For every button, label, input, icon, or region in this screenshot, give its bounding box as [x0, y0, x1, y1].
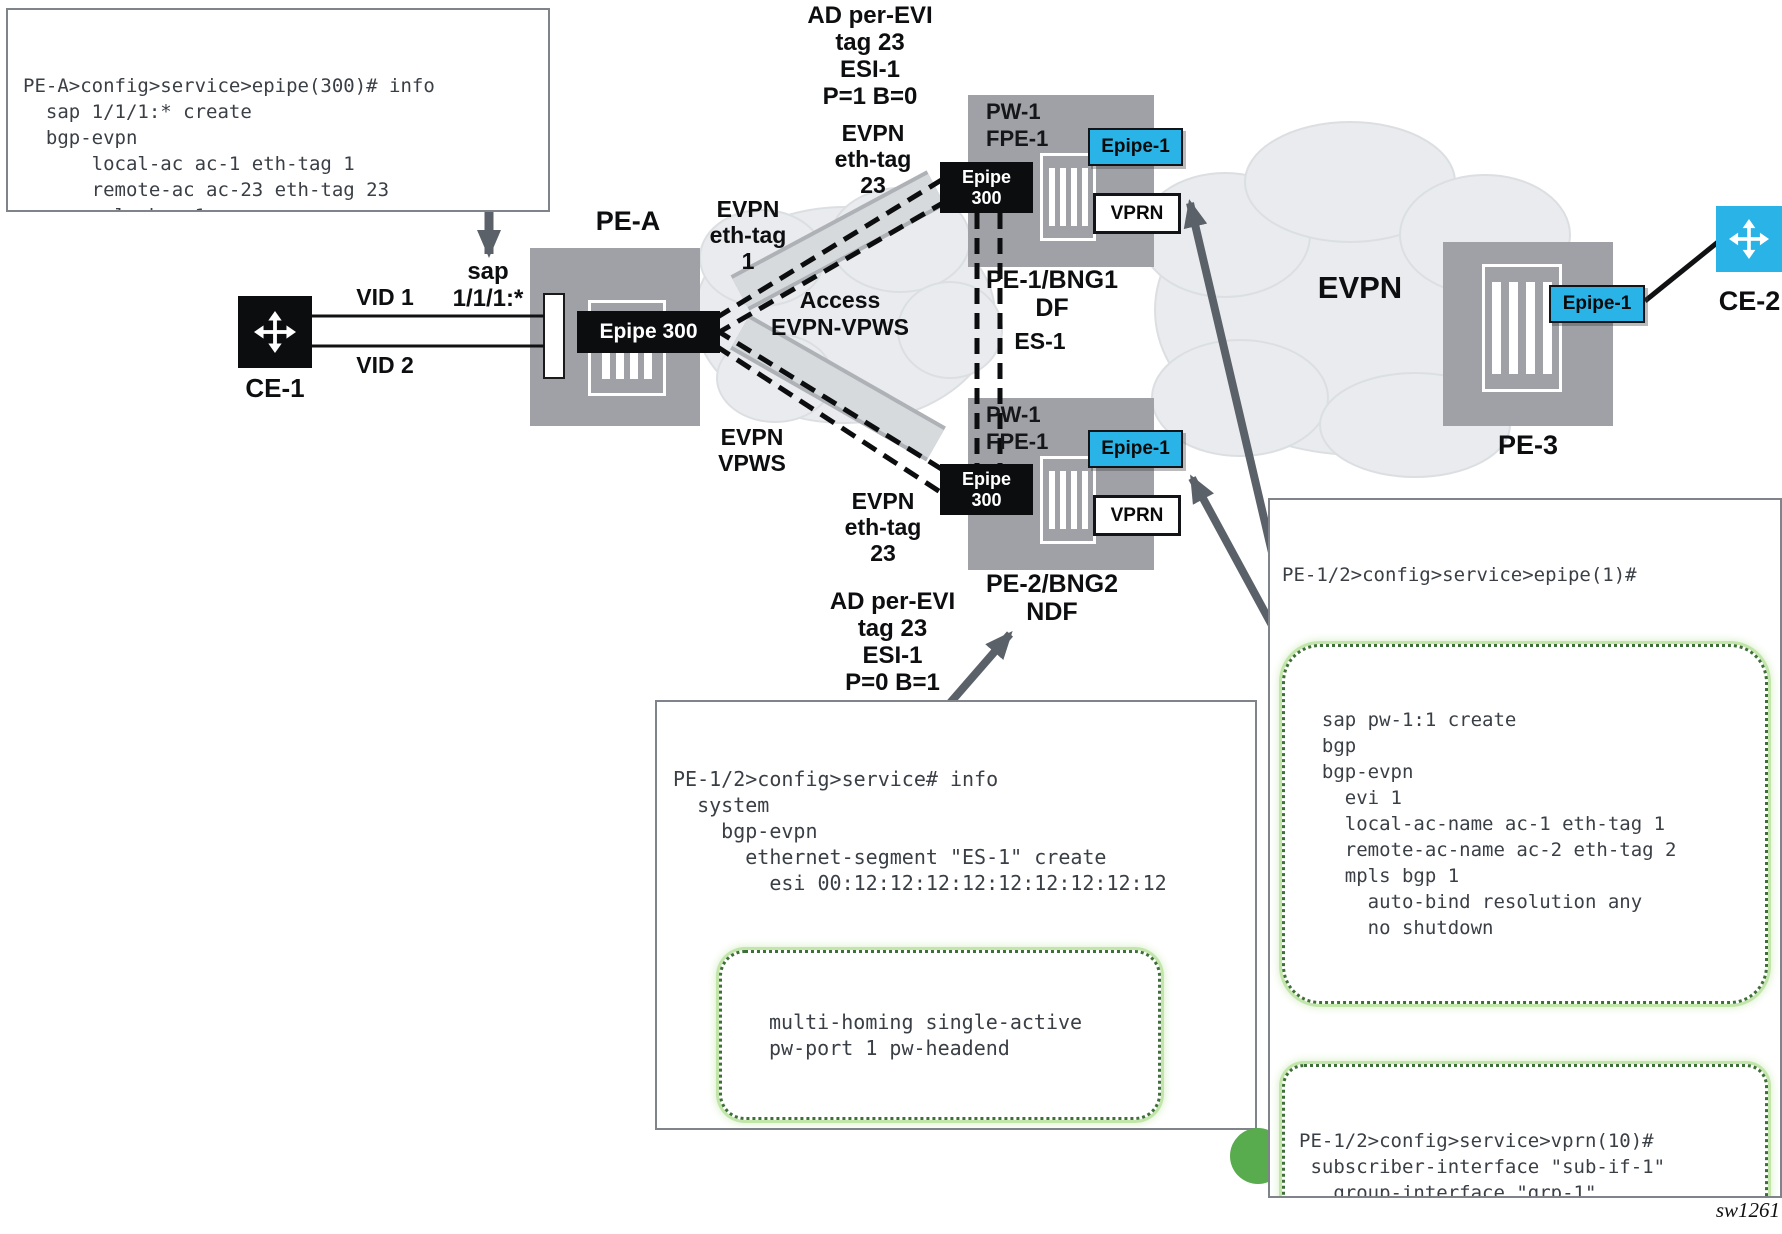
epipe1-config-text: sap pw-1:1 create bgp bgp-evpn evi 1 loc… — [1321, 709, 1677, 939]
pe3-label: PE-3 — [1497, 430, 1559, 460]
vpws-tube-bottom — [730, 314, 946, 462]
evpn-eth-tag-1-label: EVPN eth-tag 1 — [709, 196, 787, 274]
crossroads-icon — [1729, 219, 1769, 259]
pe-a-title: PE-A — [595, 206, 661, 236]
vpws-tube-top — [730, 170, 946, 311]
epipe1-config-prompt: PE-1/2>config>service>epipe(1)# — [1282, 564, 1637, 586]
pe1-epipe1-badge: Epipe-1 — [1088, 128, 1183, 166]
access-cloud-label: Access EVPN-VPWS — [770, 287, 910, 340]
pe2-name-label: PE-2/BNG2 NDF — [986, 570, 1118, 626]
router-icon — [1040, 456, 1096, 544]
pe-a-sap-port — [543, 293, 565, 379]
pe1-name-label: PE-1/BNG1 DF — [986, 266, 1118, 322]
evpn-eth-tag-23-top-label: EVPN eth-tag 23 — [834, 120, 912, 198]
sap-label: sap 1/1/1:* — [452, 258, 524, 313]
router-icon — [1482, 264, 1562, 392]
router-icon — [1040, 153, 1096, 241]
ad-per-evi-bottom-label: AD per-EVI tag 23 ESI-1 P=0 B=1 — [829, 588, 956, 696]
es1-config-highlighted-lines: multi-homing single-active pw-port 1 pw-… — [769, 1010, 1083, 1060]
pe1-pw-label: PW-1 — [986, 99, 1041, 124]
pe1-vprn-badge: VPRN — [1093, 193, 1181, 234]
pe2-epipe1-badge: Epipe-1 — [1088, 430, 1183, 468]
ce2-label: CE-2 — [1718, 286, 1781, 316]
pe1-fpe-label: FPE-1 — [986, 126, 1049, 151]
evpn-cloud-label: EVPN — [1317, 270, 1403, 305]
ce2-node — [1716, 206, 1782, 272]
crossroads-icon — [254, 311, 296, 353]
epipe1-config-highlight: sap pw-1:1 create bgp bgp-evpn evi 1 loc… — [1282, 644, 1768, 1004]
pe2-pw-label: PW-1 — [986, 402, 1041, 427]
pe1-epipe-badge: Epipe 300 — [940, 162, 1033, 213]
pw-headend-services-config-box: PE-1/2>config>service>epipe(1)# sap pw-1… — [1268, 498, 1782, 1198]
pe2-epipe-badge: Epipe 300 — [940, 464, 1033, 515]
ad-per-evi-top-label: AD per-EVI tag 23 ESI-1 P=1 B=0 — [807, 2, 933, 110]
evpn-vpws-dashed-paths — [714, 173, 1003, 500]
pe-a-epipe-config-box: PE-A>config>service>epipe(300)# info sap… — [6, 8, 550, 212]
pe-a-epipe-config-text: PE-A>config>service>epipe(300)# info sap… — [23, 75, 435, 210]
pe3-ce2-link — [1643, 240, 1720, 303]
ce1-label: CE-1 — [245, 373, 305, 403]
vprn-config-highlight: PE-1/2>config>service>vprn(10)# subscrib… — [1282, 1064, 1768, 1198]
pe2-fpe-label: FPE-1 — [986, 429, 1049, 454]
ce1-node — [238, 296, 312, 368]
pe-a-epipe-badge: Epipe 300 — [577, 311, 720, 353]
pe2-vprn-badge: VPRN — [1093, 495, 1181, 536]
vid1-label: VID 1 — [356, 284, 414, 310]
evpn-eth-tag-23-bottom-label: EVPN eth-tag 23 — [844, 488, 922, 566]
es1-stitching-config-box: PE-1/2>config>service# info system bgp-e… — [655, 700, 1257, 1130]
figure-id-watermark: sw1261 — [1715, 1198, 1780, 1222]
es1-label: ES-1 — [1014, 328, 1066, 354]
pe3-epipe1-badge: Epipe-1 — [1549, 285, 1645, 323]
vprn-config-text: PE-1/2>config>service>vprn(10)# subscrib… — [1299, 1130, 1666, 1198]
evpn-vpws-label: EVPN VPWS — [718, 424, 786, 476]
es1-config-before: PE-1/2>config>service# info system bgp-e… — [673, 767, 1167, 895]
vid2-label: VID 2 — [356, 352, 414, 378]
pw-headend-highlight: multi-homing single-active pw-port 1 pw-… — [719, 950, 1161, 1120]
es-config-to-pe2-arrow — [946, 630, 1014, 706]
